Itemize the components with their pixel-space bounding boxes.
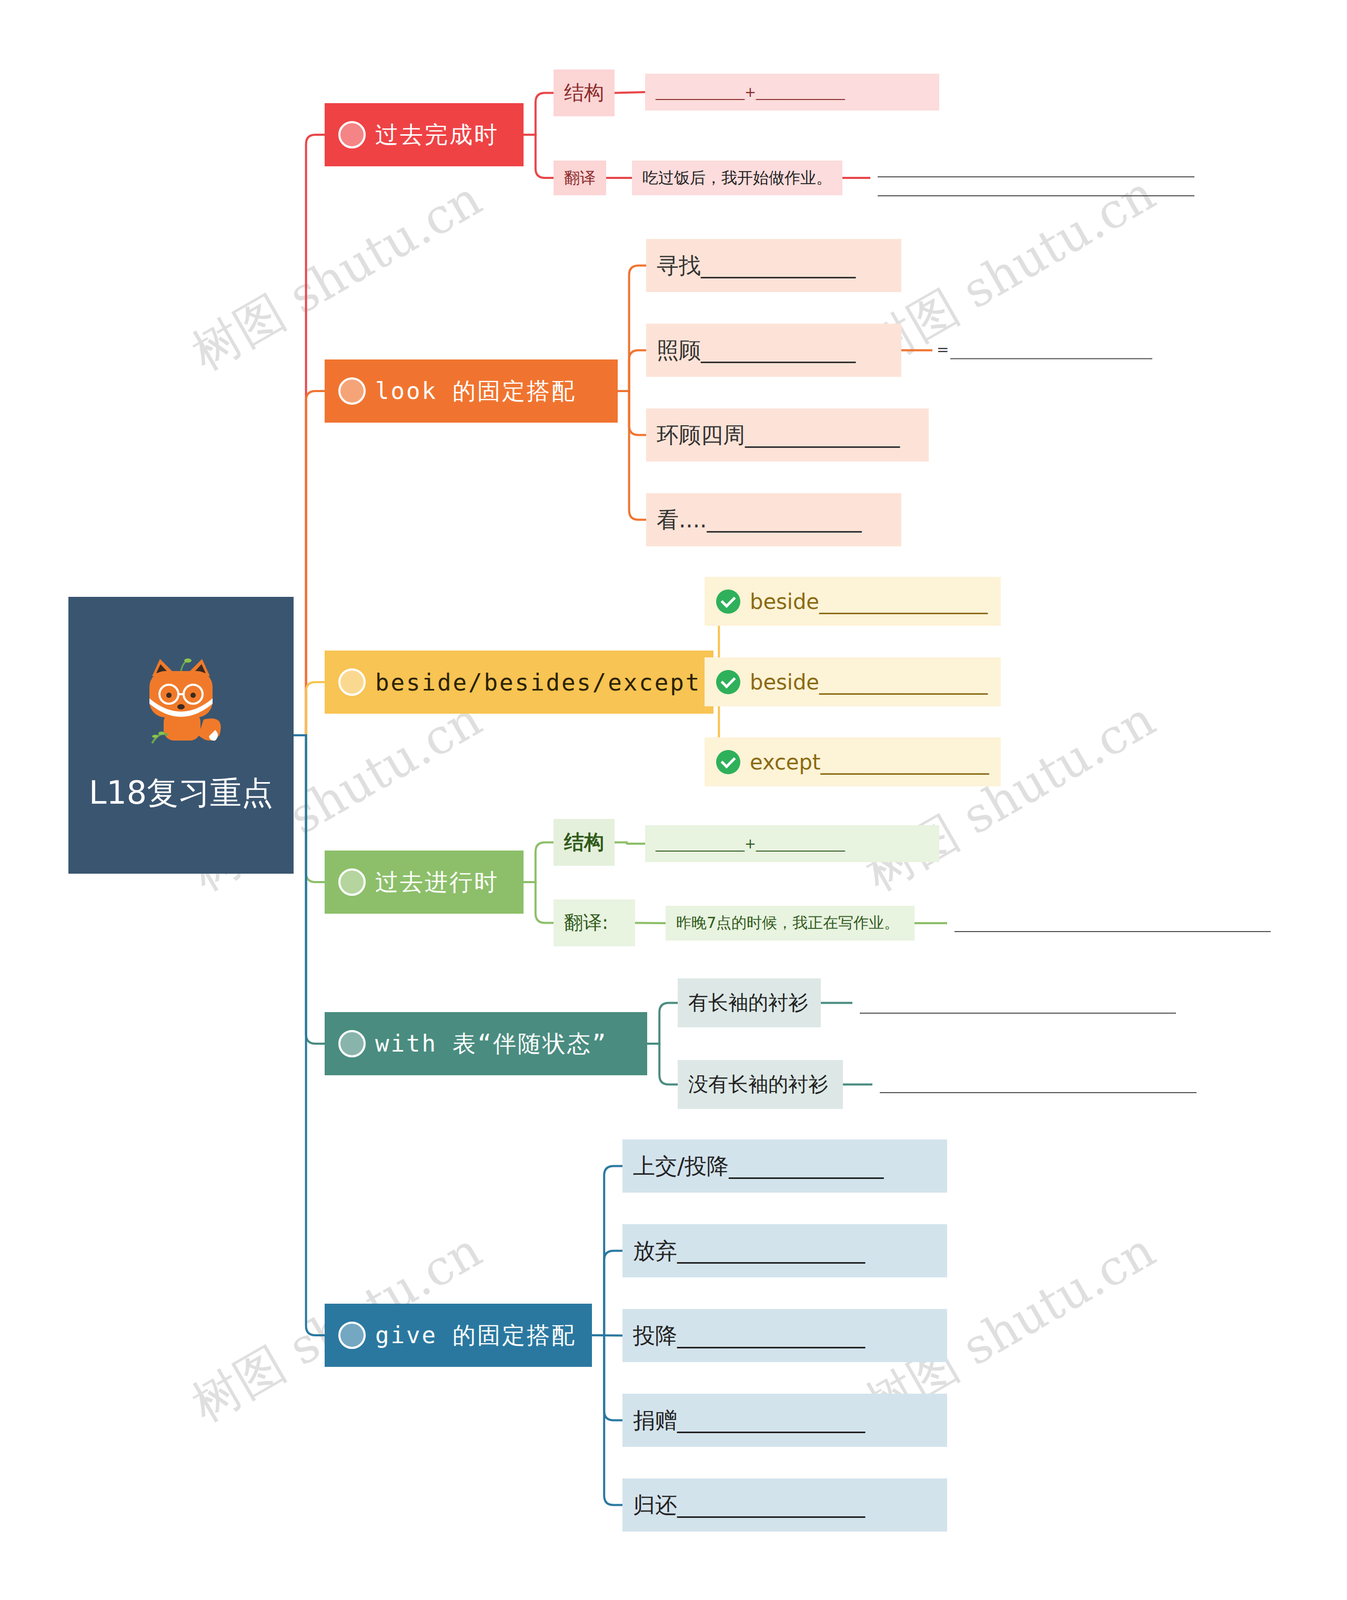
subtopic-box: _____________+_____________ — [645, 825, 940, 862]
topic-box: look 的固定搭配 — [324, 359, 618, 423]
branch-line — [523, 881, 554, 923]
answer-line — [842, 176, 871, 179]
subtopic-box: 捐赠_________________ — [622, 1393, 948, 1447]
subtopic-box: 寻找______________ — [646, 238, 902, 293]
subtopic-box: 环顾四周______________ — [646, 408, 929, 462]
node-text: look 的固定搭配 — [375, 375, 577, 407]
branch-line — [523, 134, 554, 178]
branch-line — [591, 1250, 623, 1336]
subtopic-box: 看....______________ — [646, 493, 902, 547]
node-text: beside________________ — [749, 589, 988, 614]
subtopic-box: 结构 — [553, 818, 615, 866]
node-text: 上交/投降______________ — [632, 1151, 884, 1181]
branch-line — [293, 681, 325, 736]
branch-line — [614, 842, 646, 844]
answer-line — [954, 930, 1271, 932]
answer-line — [914, 921, 948, 924]
node-text: 过去进行时 — [375, 866, 499, 898]
node-text: 有长袖的衬衫 — [688, 989, 809, 1017]
node-text: 投降_________________ — [632, 1320, 866, 1351]
subtopic-box: 有长袖的衬衫 — [677, 978, 821, 1028]
node-text: _____________+_____________ — [655, 84, 846, 100]
subtopic-box: 没有长袖的衬衫 — [677, 1059, 843, 1109]
node-text: with 表“伴随状态” — [375, 1028, 608, 1060]
node-text: 昨晚7点的时候，我正在写作业。 — [676, 912, 900, 934]
node-text: 过去完成时 — [375, 119, 499, 151]
subtopic-box: 照顾______________ — [646, 323, 902, 377]
node-text: 归还_________________ — [632, 1490, 866, 1520]
node-text: 寻找______________ — [656, 250, 856, 281]
branch-line — [617, 265, 647, 392]
node-text: L18复习重点 — [88, 771, 274, 815]
node-text: 没有长袖的衬衫 — [688, 1070, 829, 1098]
answer-line — [877, 176, 1195, 178]
node-text: 环顾四周______________ — [656, 420, 900, 450]
node-text: _____________+_____________ — [655, 835, 846, 852]
branch-line — [606, 176, 632, 179]
subtopic-box: 结构 — [553, 69, 615, 117]
branch-line — [591, 1165, 623, 1336]
answer-line — [950, 358, 1153, 360]
answer-line — [859, 1012, 1176, 1014]
answer-line — [901, 349, 933, 352]
branch-line — [614, 92, 646, 94]
topic-box: give 的固定搭配 — [324, 1303, 592, 1367]
node-text: beside________________ — [749, 669, 988, 695]
branch-line — [647, 1002, 678, 1044]
node-text: 结构 — [564, 828, 605, 856]
subtopic-box: 翻译 — [553, 160, 607, 196]
answer-line — [842, 1083, 873, 1086]
topic-box: beside/besides/except — [324, 650, 714, 714]
branch-line — [617, 390, 647, 520]
node-text: 看....______________ — [656, 505, 862, 535]
node-text: 翻译: — [564, 909, 609, 936]
branch-line — [591, 1334, 623, 1505]
fox-icon — [136, 656, 226, 751]
node-text: 翻译 — [564, 167, 596, 189]
subtopic-box: beside________________ — [704, 657, 1001, 707]
subtopic-box: 上交/投降______________ — [622, 1139, 948, 1193]
branch-line — [617, 390, 647, 436]
subtopic-box: 归还_________________ — [622, 1478, 948, 1532]
answer-line — [879, 1091, 1197, 1093]
node-text: 吃过饭后，我开始做作业。 — [642, 167, 832, 189]
node-text: 结构 — [564, 79, 605, 107]
topic-box: 过去完成时 — [324, 103, 524, 167]
branch-line — [293, 735, 325, 882]
branch-line — [647, 1043, 678, 1085]
branch-line — [523, 93, 554, 136]
node-text: 放弃_________________ — [632, 1235, 866, 1266]
branch-line — [293, 134, 325, 736]
node-text: 捐赠_________________ — [632, 1405, 866, 1435]
watermark: 树图 shutu.cn — [853, 687, 1168, 906]
topic-box: 过去进行时 — [324, 850, 524, 914]
subtopic-box: 放弃_________________ — [622, 1223, 948, 1278]
branch-line — [523, 842, 554, 883]
subtopic-box: 翻译: — [553, 899, 636, 947]
branch-line — [591, 1334, 623, 1421]
watermark: 树图 shutu.cn — [180, 166, 494, 386]
node-text: give 的固定搭配 — [375, 1319, 577, 1351]
node-text: except________________ — [749, 749, 990, 774]
node-text: beside/besides/except — [375, 668, 701, 696]
subtopic-box: except________________ — [704, 737, 1001, 787]
topic-box: with 表“伴随状态” — [324, 1011, 648, 1075]
branch-line — [293, 735, 325, 1044]
subtopic-box: _____________+_____________ — [645, 73, 940, 111]
branch-line — [617, 350, 647, 392]
answer-line — [877, 195, 1195, 197]
branch-line — [635, 921, 666, 925]
node-text: 照顾______________ — [656, 335, 856, 366]
root-node: L18复习重点 — [68, 596, 294, 874]
subtopic-box: 昨晚7点的时候，我正在写作业。 — [665, 905, 915, 941]
answer-line — [820, 1001, 853, 1004]
subtopic-box: 吃过饭后，我开始做作业。 — [631, 160, 843, 196]
subtopic-box: 投降_________________ — [622, 1308, 948, 1362]
branch-line — [293, 390, 325, 736]
subtopic-box: beside________________ — [704, 576, 1001, 626]
equals-label: = — [936, 340, 949, 359]
branch-line — [293, 735, 325, 1335]
